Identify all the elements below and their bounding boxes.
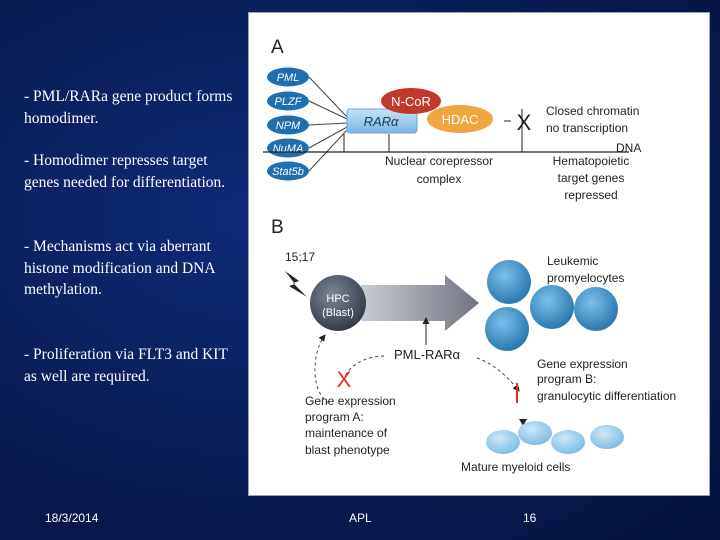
partner-plzf: PLZF [275, 96, 303, 108]
closed-chromatin-line1: Closed chromatin [546, 104, 639, 118]
leukemic-line1: Leukemic [547, 254, 598, 268]
bullet-repression: - Homodimer represses target genes neede… [24, 152, 226, 191]
self-renewal-loop [314, 334, 330, 404]
program-b-line1: Gene expression [537, 357, 628, 371]
lightning-icon [285, 271, 307, 297]
blast-cell [310, 275, 366, 331]
connector-pml [308, 76, 348, 118]
mature-cell [590, 425, 624, 449]
bullet-homodimer: - PML/RARa gene product forms homodimer. [24, 88, 233, 127]
footer-date: 18/3/2014 [45, 511, 99, 525]
mature-label: Mature myeloid cells [461, 460, 570, 474]
partner-plzf-oval [267, 91, 309, 111]
program-a-line1: Gene expression [305, 394, 396, 408]
partner-npm: NPM [276, 120, 301, 132]
leukemic-cell-cluster [485, 260, 618, 351]
partner-pml: PML [277, 72, 300, 84]
block-x-mark-b: X [337, 367, 352, 392]
leukemic-line2: promyelocytes [547, 271, 624, 285]
mature-cell-cluster [486, 421, 624, 454]
panel-b-label: B [271, 217, 284, 238]
program-a-line3: maintenance of [305, 426, 388, 440]
hdac-label: HDAC [442, 112, 479, 127]
target-genes-line1: Hematopoietic [553, 154, 630, 168]
rara-label: RARα [364, 114, 399, 129]
ncor-oval [381, 88, 441, 114]
translocation-label: 15;17 [285, 250, 315, 264]
bullet-proliferation: - Proliferation via FLT3 and KIT as well… [24, 346, 228, 385]
program-a-line2: program A: [305, 410, 364, 424]
dna-label: DNA [616, 141, 641, 155]
figure-canvas: A PML PLZF NPM NuMA Stat5b RARα N-CoR HD… [263, 37, 676, 474]
partner-pml-oval [267, 67, 309, 87]
bullet-mechanisms: - Mechanisms act via aberrant histone mo… [24, 238, 215, 298]
dashed-to-program-a [344, 355, 385, 378]
closed-chromatin-line2: no transcription [546, 121, 628, 135]
leukemic-cell [530, 285, 574, 329]
connector-stat5b [308, 129, 348, 172]
footer-title: APL [349, 511, 372, 525]
dashed-to-program-b [476, 357, 520, 392]
leukemic-cell [487, 260, 531, 304]
pml-rara-label: PML-RARα [394, 347, 461, 362]
partner-numa-oval [267, 138, 309, 158]
connector-plzf [308, 100, 348, 120]
apl-mechanism-figure: A PML PLZF NPM NuMA Stat5b RARα N-CoR HD… [248, 12, 710, 496]
program-b-line2: program B: [537, 372, 596, 386]
ncor-label: N-CoR [391, 94, 431, 109]
panel-a-label: A [271, 37, 284, 58]
program-a-line4: blast phenotype [305, 443, 390, 457]
mature-cell [486, 430, 520, 454]
leukemic-cell [574, 287, 618, 331]
partner-numa: NuMA [273, 143, 304, 155]
hpc-label-line1: HPC [326, 293, 349, 305]
leukemic-cell [485, 307, 529, 351]
program-b-line3: granulocytic differentiation [537, 389, 676, 403]
hpc-label-line2: (Blast) [322, 307, 354, 319]
connector-numa [308, 126, 348, 149]
mature-cell [518, 421, 552, 445]
differentiation-arrow [361, 275, 479, 331]
partner-stat5b-oval [267, 161, 309, 181]
partner-stat5b: Stat5b [272, 166, 304, 178]
hdac-oval [427, 105, 493, 133]
connector-lines [308, 76, 348, 172]
footer-page-number: 16 [523, 511, 537, 525]
corepressor-line2: complex [417, 172, 462, 186]
target-genes-line3: repressed [564, 188, 617, 202]
rara-box [346, 108, 418, 134]
corepressor-line1: Nuclear corepressor [385, 154, 493, 168]
mature-cell [551, 430, 585, 454]
partner-ovals: PML PLZF NPM NuMA Stat5b [267, 67, 309, 181]
block-x-mark-a: X [517, 110, 532, 135]
target-genes-line2: target genes [558, 171, 625, 185]
connector-npm [308, 122, 348, 126]
down-arrowhead [519, 419, 527, 426]
partner-npm-oval [267, 115, 309, 135]
